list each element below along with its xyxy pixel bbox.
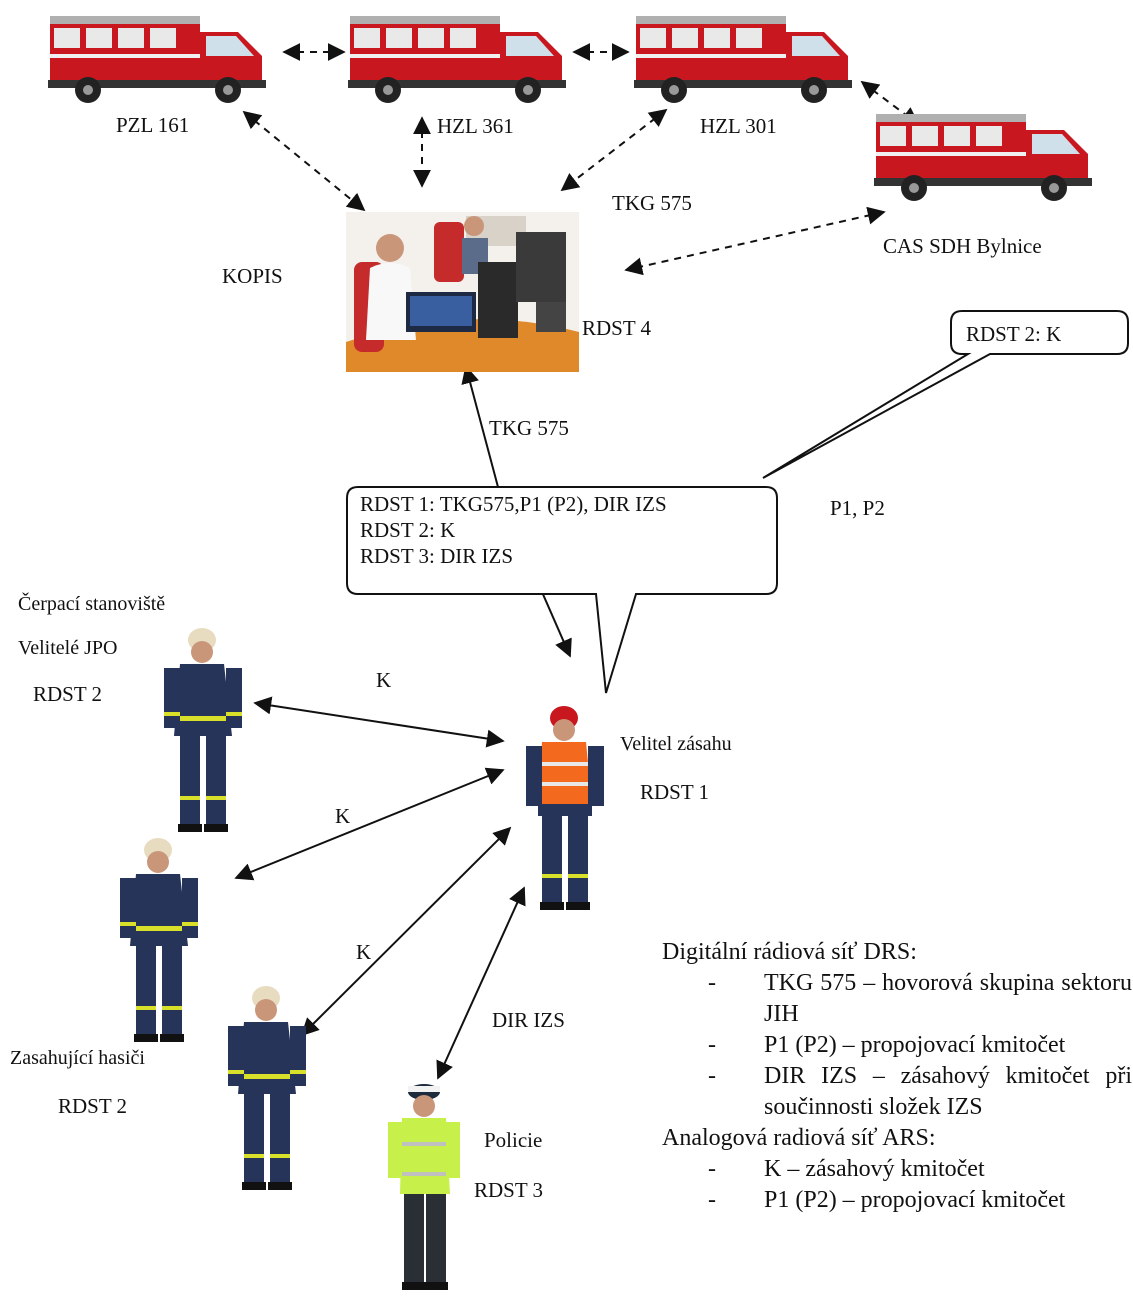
- callout-main-text: RDST 1: TKG575,P1 (P2), DIR IZS RDST 2: …: [360, 491, 667, 569]
- callout-line-2: RDST 2: K: [360, 518, 456, 542]
- legend-ars-item-text: K – zásahový kmitočet: [764, 1156, 985, 1182]
- label-dir-izs: DIR IZS: [492, 1008, 565, 1032]
- callout-line-3: RDST 3: DIR IZS: [360, 544, 514, 568]
- link-callout-commander: [541, 591, 572, 658]
- callout-main-bubble: [346, 486, 778, 694]
- legend-drs-item-text: P1 (P2) – propojovací kmitočet: [764, 1032, 1066, 1058]
- link-pzl161-kopis: [242, 110, 366, 212]
- label-cas: CAS SDH Bylnice: [883, 234, 1042, 258]
- label-k-1: K: [376, 668, 392, 692]
- firefighter-2-icon: [228, 986, 306, 1190]
- kopis-operator-room-icon: [346, 212, 579, 372]
- legend-dash: -: [708, 1156, 716, 1182]
- legend-ars-item: - P1 (P2) – propojovací kmitočet: [662, 1185, 1132, 1216]
- label-hzl301: HZL 301: [700, 114, 777, 138]
- fire-truck-hzl361-icon: [348, 16, 566, 103]
- firefighter-jpo-commander-icon: [164, 628, 242, 832]
- label-police: Policie: [484, 1128, 543, 1152]
- label-jpo-commanders: Velitelé JPO: [18, 637, 118, 659]
- incident-commander-icon: [526, 706, 604, 910]
- label-tkg-top: TKG 575: [612, 191, 692, 215]
- callout-small-text: RDST 2: K: [966, 322, 1062, 346]
- link-cas-kopis: [624, 206, 886, 276]
- firefighter-1-icon: [120, 838, 198, 1042]
- legend-drs-item: - DIR IZS – zásahový kmitočet při součin…: [662, 1061, 1132, 1123]
- label-incident-commander: Velitel zásahu: [620, 733, 732, 755]
- label-incident-commander-radio: RDST 1: [640, 780, 710, 804]
- link-dir-police: [436, 886, 526, 1080]
- label-firefighters: Zasahující hasiči: [10, 1047, 145, 1069]
- label-tkg-mid: TKG 575: [489, 416, 569, 440]
- legend-ars-title: Analogová radiová síť ARS:: [662, 1125, 936, 1151]
- label-rdst4: RDST 4: [582, 316, 652, 340]
- legend-dash: -: [708, 1032, 716, 1058]
- legend: Digitální rádiová síť DRS: - TKG 575 – h…: [662, 937, 1132, 1216]
- callout-small-bubble: [762, 310, 1129, 479]
- legend-drs-item: - P1 (P2) – propojovací kmitočet: [662, 1030, 1132, 1061]
- label-k-3: K: [356, 940, 372, 964]
- legend-dash: -: [708, 1187, 716, 1213]
- legend-dash: -: [708, 970, 716, 996]
- legend-ars-item-text: P1 (P2) – propojovací kmitočet: [764, 1187, 1066, 1213]
- label-pzl161: PZL 161: [116, 113, 190, 137]
- label-jpo-radio: RDST 2: [33, 682, 103, 706]
- link-commander-kopis: [461, 365, 499, 488]
- label-hzl361: HZL 361: [437, 114, 514, 138]
- link-k-firefighter2: [300, 826, 512, 1037]
- label-police-radio: RDST 3: [474, 1178, 544, 1202]
- legend-drs-item: - TKG 575 – hovorová skupina sektoru JIH: [662, 968, 1132, 1030]
- legend-dash: -: [708, 1063, 716, 1089]
- legend-ars-item: - K – zásahový kmitočet: [662, 1154, 1132, 1185]
- link-k-jpo: [253, 696, 505, 748]
- link-k-firefighter1: [234, 767, 505, 881]
- fire-truck-hzl301-icon: [634, 16, 852, 103]
- fire-truck-pzl161-icon: [48, 16, 266, 103]
- police-officer-icon: [388, 1084, 460, 1290]
- callout-line-1: RDST 1: TKG575,P1 (P2), DIR IZS: [360, 492, 667, 516]
- link-hzl301-kopis: [560, 108, 668, 192]
- legend-drs-title: Digitální rádiová síť DRS:: [662, 939, 917, 965]
- fire-truck-cas-icon: [874, 114, 1092, 201]
- label-kopis: KOPIS: [222, 264, 283, 288]
- legend-drs-item-text: DIR IZS – zásahový kmitočet při součinno…: [764, 1063, 1132, 1120]
- label-p1p2: P1, P2: [830, 496, 885, 520]
- label-k-2: K: [335, 804, 351, 828]
- label-pump-station: Čerpací stanoviště: [18, 593, 166, 615]
- label-firefighters-radio: RDST 2: [58, 1094, 128, 1118]
- legend-drs-item-text: TKG 575 – hovorová skupina sektoru JIH: [764, 970, 1132, 1027]
